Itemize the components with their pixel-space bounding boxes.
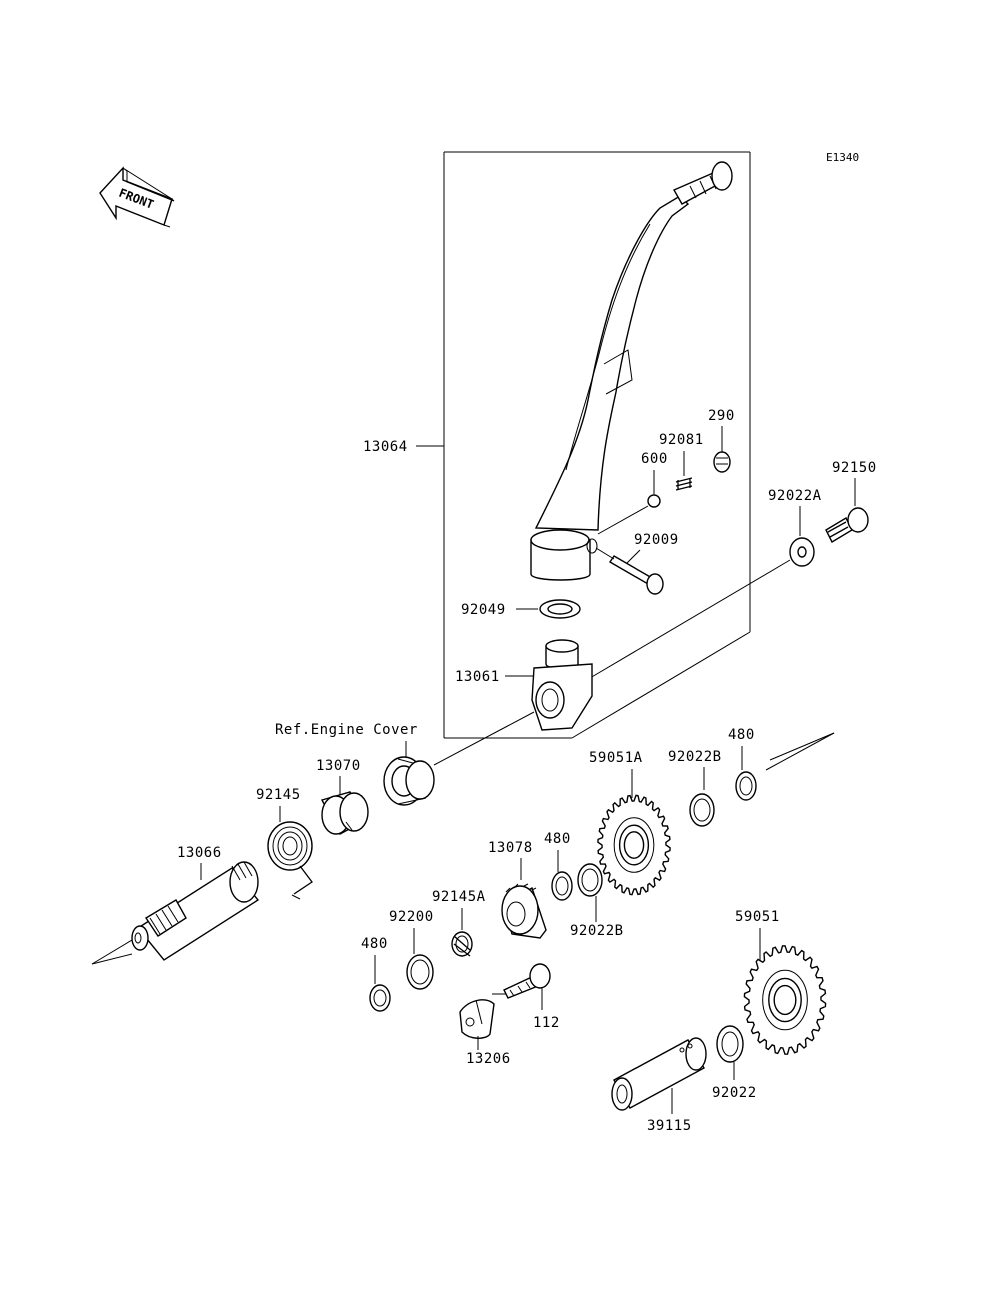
part-92145-spring bbox=[267, 821, 313, 900]
callout-13070: 13070 bbox=[316, 758, 361, 774]
callout-59051A: 59051A bbox=[589, 750, 643, 766]
part-59051-gear bbox=[743, 945, 827, 1055]
part-92049-seal bbox=[539, 599, 581, 619]
callout-92150: 92150 bbox=[832, 460, 877, 476]
part-92200-washer bbox=[406, 954, 434, 990]
reference-note: Ref.Engine Cover bbox=[275, 722, 418, 738]
part-92145A-spring bbox=[451, 931, 473, 957]
callout-290: 290 bbox=[708, 408, 735, 424]
callout-92049: 92049 bbox=[461, 602, 506, 618]
callout-92022A: 92022A bbox=[768, 488, 822, 504]
callout-92009: 92009 bbox=[634, 532, 679, 548]
part-13078-ratchet bbox=[501, 883, 547, 939]
part-290-plug bbox=[713, 451, 731, 473]
part-92022B-washer-mid bbox=[577, 863, 603, 897]
part-600-ball bbox=[647, 494, 661, 508]
part-92150-bolt bbox=[825, 507, 869, 543]
diagram-code: E1340 bbox=[826, 151, 859, 164]
callout-13066: 13066 bbox=[177, 845, 222, 861]
part-13061-shaft-holder bbox=[531, 639, 593, 731]
part-engine-cover-seal bbox=[383, 756, 435, 806]
part-13070-collar bbox=[320, 791, 369, 835]
part-39115-shaft bbox=[611, 1037, 707, 1111]
part-92022A-washer bbox=[789, 537, 815, 567]
part-59051A-gear bbox=[597, 794, 671, 896]
callout-13206: 13206 bbox=[466, 1051, 511, 1067]
part-92022-washer bbox=[716, 1025, 744, 1063]
callout-92022B-mid: 92022B bbox=[570, 923, 624, 939]
front-arrow-icon: FRONT bbox=[99, 166, 175, 228]
callout-92200: 92200 bbox=[389, 909, 434, 925]
part-92009-bolt bbox=[595, 547, 664, 595]
part-112-bolt bbox=[492, 963, 551, 999]
assembly-bracket-13064 bbox=[416, 151, 751, 739]
callout-13078: 13078 bbox=[488, 840, 533, 856]
part-13066-kick-shaft bbox=[131, 861, 260, 961]
kick-pedal-lever bbox=[530, 161, 733, 581]
callout-59051: 59051 bbox=[735, 909, 780, 925]
callout-92145A: 92145A bbox=[432, 889, 486, 905]
callout-92145: 92145 bbox=[256, 787, 301, 803]
part-92022B-washer-top bbox=[689, 793, 715, 827]
callout-112: 112 bbox=[533, 1015, 560, 1031]
part-480-circlip-left bbox=[369, 984, 391, 1012]
callout-92022: 92022 bbox=[712, 1085, 757, 1101]
part-480-circlip-mid bbox=[551, 871, 573, 901]
callout-480-mid: 480 bbox=[544, 831, 571, 847]
part-480-circlip-top bbox=[735, 771, 757, 801]
callout-13061: 13061 bbox=[455, 669, 500, 685]
callout-92081: 92081 bbox=[659, 432, 704, 448]
callout-480-top: 480 bbox=[728, 727, 755, 743]
callout-600: 600 bbox=[641, 451, 668, 467]
part-13206-guide bbox=[459, 999, 495, 1039]
callout-92022B-top: 92022B bbox=[668, 749, 722, 765]
callout-13064: 13064 bbox=[363, 439, 408, 455]
callout-480-left: 480 bbox=[361, 936, 388, 952]
part-92081-spring bbox=[675, 477, 693, 491]
callout-39115: 39115 bbox=[647, 1118, 692, 1134]
